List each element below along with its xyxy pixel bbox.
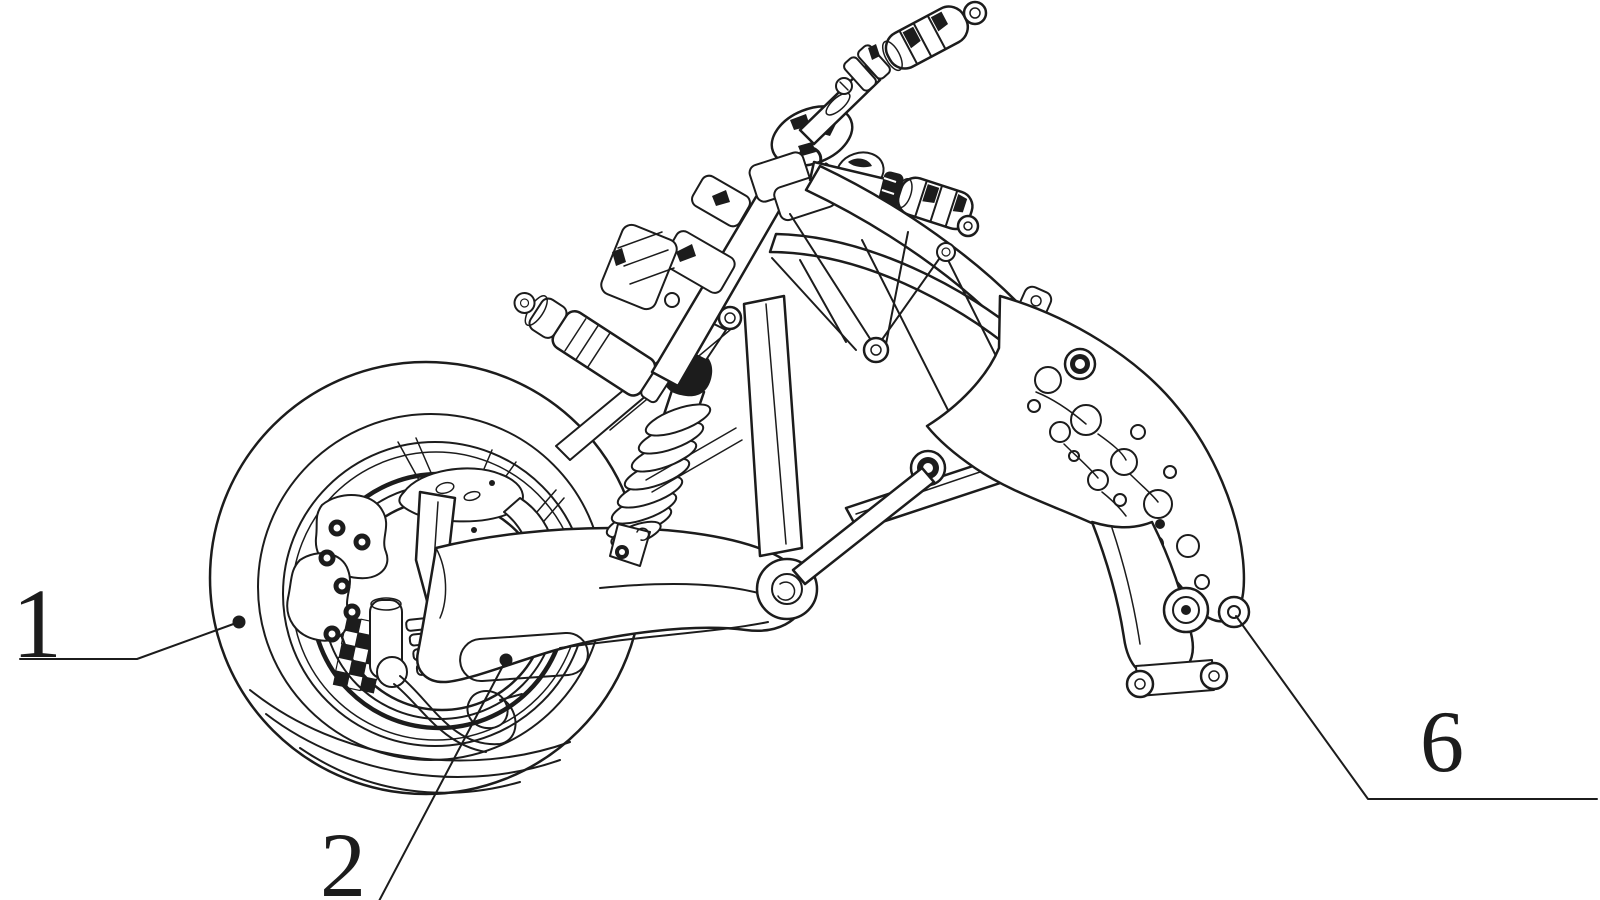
- leader-line-6: [1235, 615, 1598, 800]
- frame-rear-eye: [1217, 595, 1251, 629]
- hub-canister: [369, 597, 408, 688]
- ref-label-1: 1: [12, 568, 62, 679]
- engine-mount-boss: [1162, 586, 1210, 634]
- frame-plate: [925, 294, 1251, 699]
- pull-rod: [791, 466, 936, 586]
- left-grip: [881, 5, 970, 72]
- handlebar-upper: [798, 0, 988, 146]
- shock-bottom-mount: [609, 523, 651, 567]
- leader-line-2: [378, 653, 513, 900]
- leader-dot-1: [232, 615, 246, 629]
- steering-arm: [742, 294, 804, 558]
- ref-label-6: 6: [1420, 694, 1464, 791]
- leader-line-1: [19, 615, 246, 660]
- plate-ribs: [1035, 391, 1159, 517]
- ref-label-2: 2: [320, 814, 366, 900]
- steering-column: [600, 174, 792, 388]
- leader-dot-2: [499, 653, 513, 667]
- right-grip: [895, 176, 974, 231]
- brake-hose: [393, 675, 523, 753]
- caliper-bolts: [318, 519, 371, 643]
- plate-lightening-holes: [1027, 366, 1210, 590]
- brake-caliper-left: [286, 493, 389, 643]
- fender-sweep-curves: [249, 689, 571, 794]
- trellis-tubes: [771, 213, 1045, 427]
- checker-pattern: [332, 616, 383, 694]
- frame-bottom-bracket: [1125, 659, 1229, 699]
